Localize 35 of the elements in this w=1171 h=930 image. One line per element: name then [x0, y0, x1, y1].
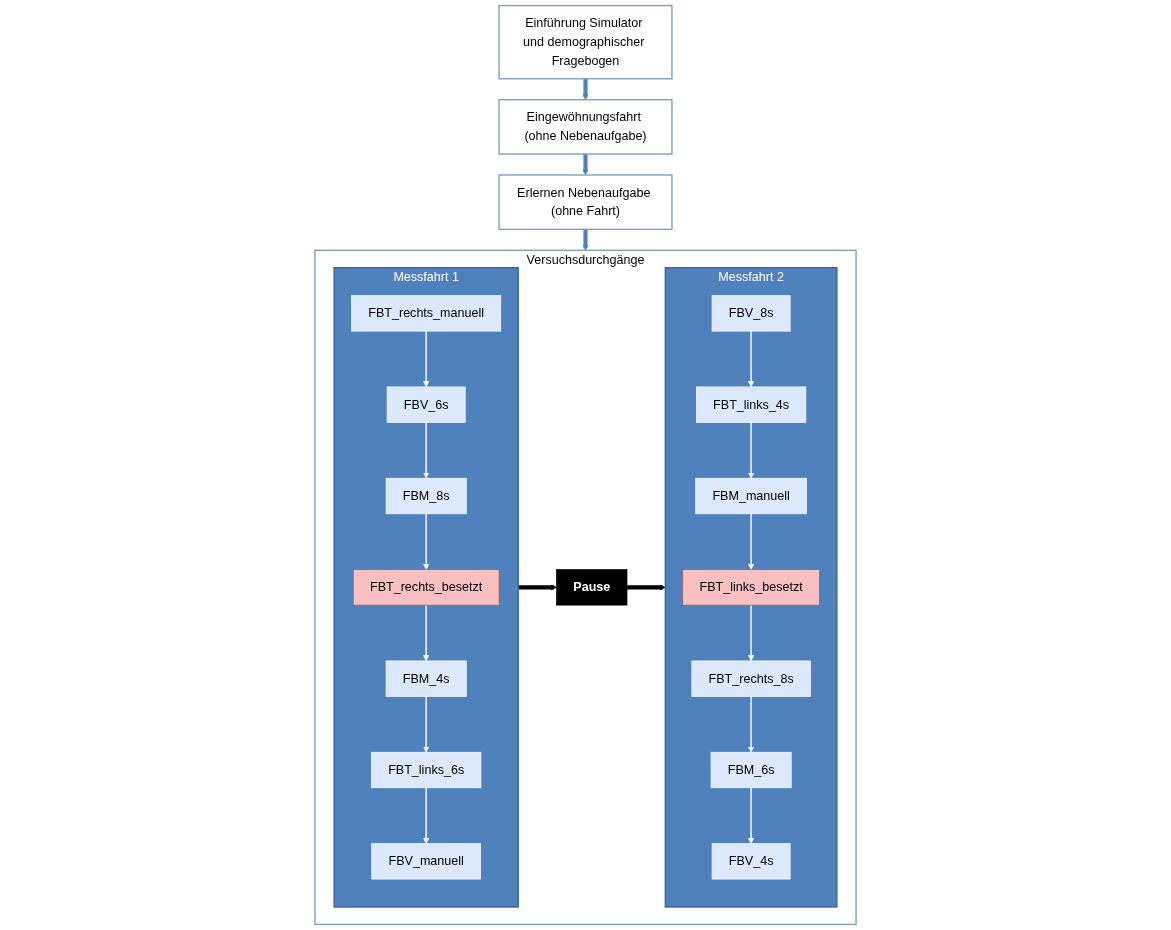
- node-box: FBT_rechts_8s: [691, 660, 811, 697]
- arrow: [423, 787, 430, 844]
- arrow: [518, 584, 557, 591]
- node-box: FBV_6s: [386, 386, 466, 423]
- node-box: FBT_rechts_besetzt: [352, 569, 500, 606]
- arrow: [748, 604, 755, 662]
- node-box: FBM_4s: [385, 660, 467, 697]
- arrow: [423, 513, 430, 570]
- node-box: FBV_manuell: [371, 843, 481, 880]
- node-box: Erlernen Nebenaufgabe (ohne Fahrt): [498, 174, 673, 231]
- node-box: FBV_4s: [711, 843, 791, 880]
- arrow: [748, 695, 755, 753]
- arrow: [748, 421, 755, 479]
- arrow: [582, 78, 589, 100]
- arrow: [748, 787, 755, 844]
- node-box: FBM_manuell: [695, 477, 807, 515]
- node-box: Einführung Simulator und demographischer Fragebogen: [498, 4, 673, 80]
- arrow: [423, 421, 430, 479]
- node-box: Eingewöhnungsfahrt (ohne Nebenaufgabe): [498, 99, 673, 155]
- arrow: [582, 229, 589, 251]
- arrow: [748, 330, 755, 388]
- arrow: [423, 604, 430, 662]
- arrow: [627, 584, 666, 591]
- node-box: Pause: [556, 569, 628, 606]
- node-box: FBT_rechts_manuell: [351, 295, 502, 332]
- node-box: FBT_links_4s: [696, 386, 807, 423]
- arrow: [423, 330, 430, 388]
- node-box: FBV_8s: [711, 295, 791, 332]
- node-box: FBT_links_besetzt: [682, 569, 820, 606]
- arrow: [423, 695, 430, 753]
- node-box: FBM_6s: [710, 751, 792, 789]
- arrow: [582, 153, 589, 176]
- node-box: FBM_8s: [385, 477, 467, 515]
- arrow: [748, 513, 755, 570]
- node-box: FBT_links_6s: [371, 751, 482, 789]
